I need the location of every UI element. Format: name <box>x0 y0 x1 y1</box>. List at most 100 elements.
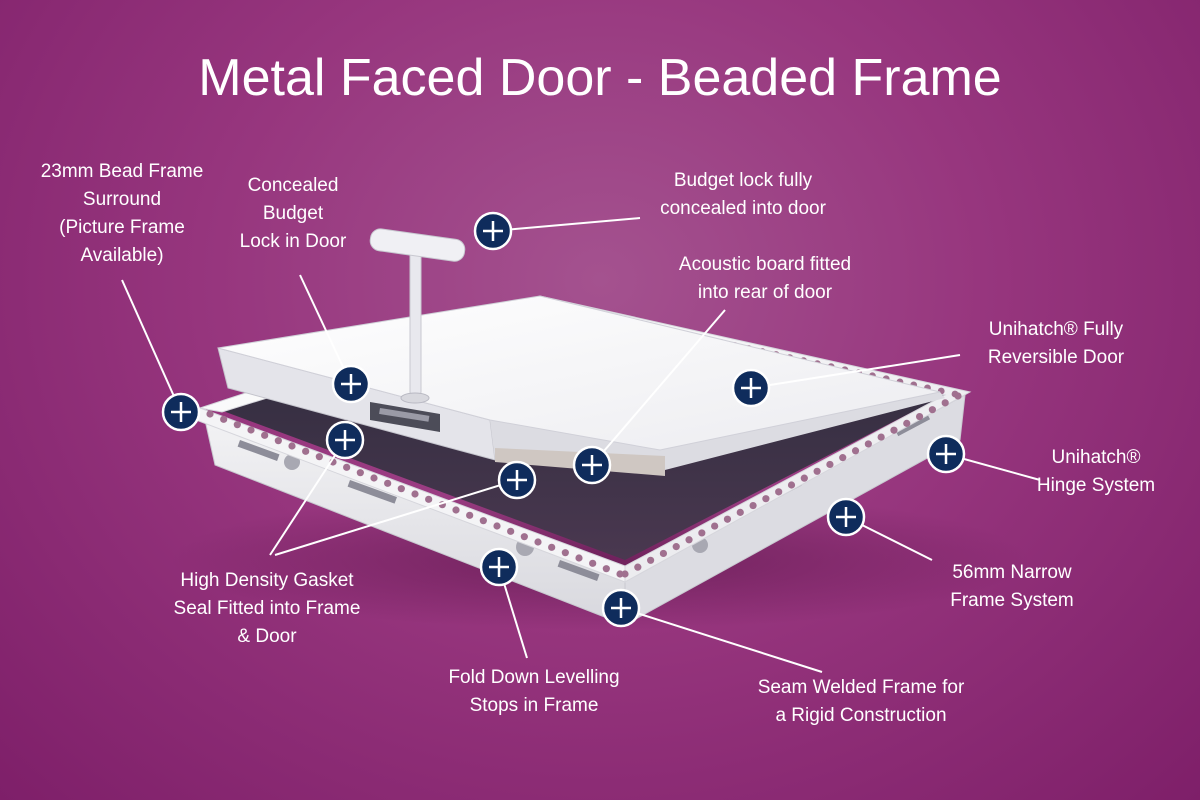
perforation-hole <box>723 515 732 523</box>
perforation-hole <box>589 559 597 567</box>
perforation-hole <box>520 533 528 541</box>
perforation-hole <box>621 570 629 578</box>
perforation-hole <box>864 440 872 448</box>
perforation-hole <box>813 467 821 475</box>
perforation-hole <box>762 495 770 503</box>
plus-icon <box>489 557 509 577</box>
perforation-hole <box>602 565 610 573</box>
plus-icon <box>335 430 355 450</box>
perforation-hole <box>233 421 241 429</box>
perforation-hole <box>826 460 834 469</box>
perforation-hole <box>659 549 668 558</box>
leader-line <box>269 439 346 556</box>
perforation-hole <box>647 556 655 564</box>
callout-seam-welded: Seam Welded Frame for a Rigid Constructi… <box>757 677 965 726</box>
perforation-hole <box>452 506 460 514</box>
hotspot-plus-icon[interactable] <box>572 445 612 485</box>
perforation-hole <box>616 570 624 578</box>
plus-icon <box>741 378 761 398</box>
leader-line <box>492 217 641 232</box>
hotspot-plus-icon[interactable] <box>601 588 641 628</box>
plus-icon <box>171 402 191 422</box>
perforation-hole <box>749 501 757 510</box>
perforation-hole <box>877 433 885 441</box>
perforation-hole <box>548 543 556 551</box>
perforation-hole <box>941 399 949 407</box>
leader-line <box>274 479 518 556</box>
callout-acoustic-board: Acoustic board fitted into rear of door <box>678 254 852 303</box>
perforation-hole <box>915 412 924 421</box>
perforation-hole <box>672 543 680 551</box>
leader-line <box>750 354 961 389</box>
perforation-hole <box>288 442 296 450</box>
hotspot-plus-icon[interactable] <box>325 420 365 460</box>
hotspot-plus-icon[interactable] <box>331 364 371 404</box>
plus-icon <box>611 598 631 618</box>
plus-icon <box>483 221 503 241</box>
perforation-hole <box>479 517 487 525</box>
lock-recess-plate <box>379 408 430 422</box>
callout-budget-lock: Budget lock fully concealed into door <box>660 170 826 219</box>
perforation-hole <box>800 474 808 482</box>
perforation-hole <box>220 415 228 423</box>
perforation-hole <box>343 463 351 471</box>
perforation-hole <box>890 426 898 434</box>
perforation-hole <box>634 563 642 571</box>
callout-narrow-frame: 56mm Narrow Frame System <box>950 562 1074 611</box>
hotspot-plus-icon[interactable] <box>826 497 866 537</box>
perforation-hole <box>411 490 419 498</box>
perforation-hole <box>507 527 515 535</box>
perforation-hole <box>534 538 542 546</box>
perforation-hole <box>274 437 282 445</box>
plus-icon <box>936 444 956 464</box>
perforation-hole <box>711 522 719 530</box>
leader-lines <box>121 217 1041 673</box>
perforation-hole <box>302 447 310 455</box>
plus-icon <box>582 455 602 475</box>
perforation-hole <box>384 479 392 487</box>
perforation-hole <box>928 406 936 414</box>
plus-icon <box>507 470 527 490</box>
callout-bead-frame: 23mm Bead Frame Surround (Picture Frame … <box>40 161 204 266</box>
t-key <box>369 228 466 404</box>
callout-gasket-seal: High Density Gasket Seal Fitted into Fra… <box>173 570 361 647</box>
page-title: Metal Faced Door - Beaded Frame <box>198 49 1002 107</box>
perforation-hole <box>685 536 693 544</box>
plus-icon <box>341 374 361 394</box>
callout-concealed-lock: Concealed Budget Lock in Door <box>239 175 347 252</box>
perforation-hole <box>839 454 847 462</box>
hotspot-plus-icon[interactable] <box>731 368 771 408</box>
hotspots <box>161 211 966 628</box>
hotspot-plus-icon[interactable] <box>161 392 201 432</box>
hotspot-plus-icon[interactable] <box>497 460 537 500</box>
hotspot-plus-icon[interactable] <box>479 547 519 587</box>
perforation-hole <box>493 522 501 530</box>
perforation-hole <box>315 453 323 461</box>
perforation-hole <box>787 481 796 489</box>
perforation-hole <box>466 511 474 519</box>
leader-line <box>591 309 726 466</box>
perforation-hole <box>903 419 911 427</box>
hotspot-plus-icon[interactable] <box>473 211 513 251</box>
perforation-hole <box>954 392 962 400</box>
perforation-hole <box>851 447 860 455</box>
perforation-hole <box>206 410 214 418</box>
leader-line <box>620 607 823 673</box>
door-top-face <box>217 295 941 451</box>
perforation-hole <box>397 485 405 493</box>
hotspot-plus-icon[interactable] <box>926 434 966 474</box>
leader-line <box>121 279 182 413</box>
perforation-hole <box>575 554 583 562</box>
perforation-hole <box>698 529 706 537</box>
perforation-hole <box>561 549 569 557</box>
callout-hinge-system: Unihatch® Hinge System <box>1036 447 1156 496</box>
perforation-hole <box>775 488 783 496</box>
plus-icon <box>836 507 856 527</box>
perforation-hole <box>736 508 744 516</box>
perforation-hole <box>425 495 433 503</box>
perforation-hole <box>247 426 255 434</box>
callout-levelling-stops: Fold Down Levelling Stops in Frame <box>448 667 620 716</box>
perforation-hole <box>370 474 378 482</box>
perforation-hole <box>261 431 269 439</box>
